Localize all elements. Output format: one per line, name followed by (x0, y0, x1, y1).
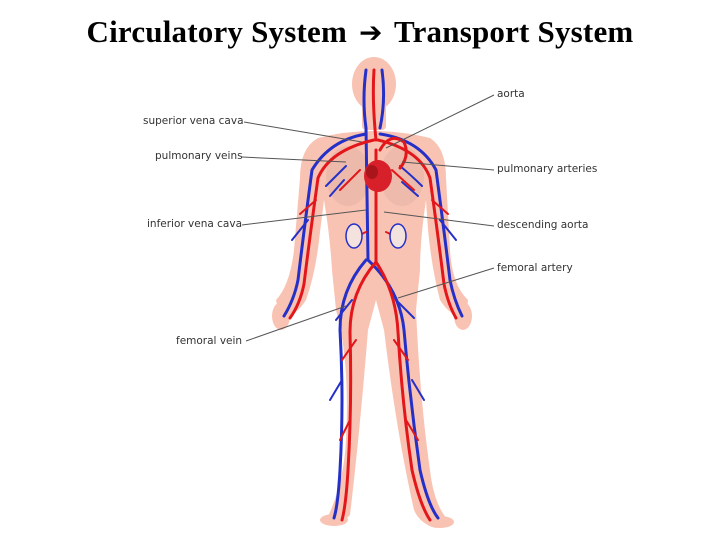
label-superior-vena-cava: superior vena cava (143, 115, 244, 127)
artery-network (288, 68, 458, 522)
label-femoral-artery: femoral artery (497, 262, 573, 274)
label-pulmonary-arteries: pulmonary arteries (497, 163, 598, 175)
heart (364, 160, 392, 192)
label-aorta: aorta (497, 88, 525, 100)
title-right: Transport System (394, 14, 634, 49)
arrow-right-icon: ➔ (358, 16, 383, 49)
title-left: Circulatory System (86, 14, 347, 49)
label-inferior-vena-cava: inferior vena cava (147, 218, 242, 230)
label-descending-aorta: descending aorta (497, 219, 589, 231)
slide-title: Circulatory System ➔ Transport System (0, 14, 720, 50)
vein-network (282, 68, 464, 520)
label-femoral-vein: femoral vein (176, 335, 243, 347)
label-pulmonary-veins: pulmonary veins (155, 150, 243, 162)
kidneys (345, 223, 407, 249)
leader-lines (241, 94, 495, 342)
